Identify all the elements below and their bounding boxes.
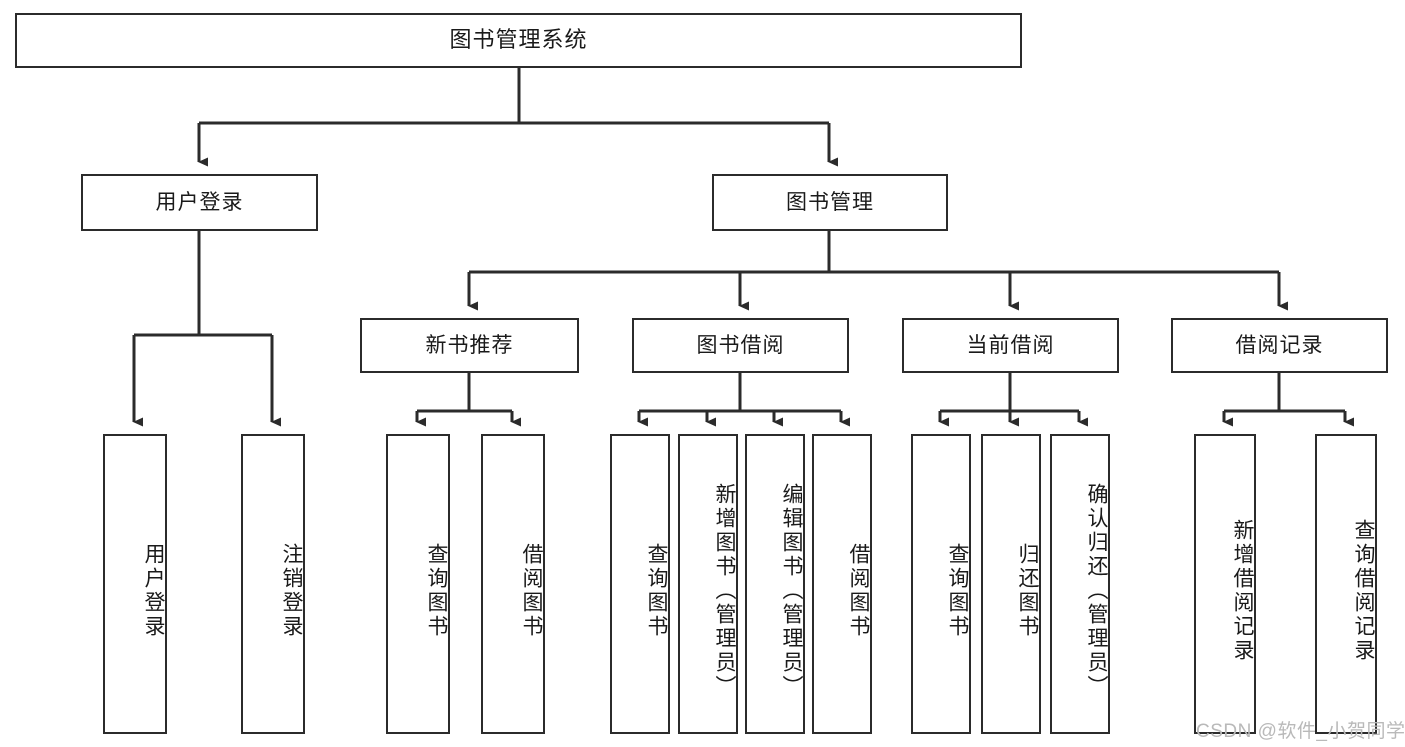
leaf-borrow-borrow-book[interactable]: 借阅图书 [812,434,872,734]
node-new-book-recommend[interactable]: 新书推荐 [360,318,579,373]
leaf-borrow-edit-book[interactable]: 编辑图书（管理员） [745,434,805,734]
leaf-borrow-edit-book-label: 编辑图书（管理员） [780,483,803,699]
leaf-newbook-query-book-label: 查询图书 [425,543,448,639]
node-user-login-label: 用户登录 [155,190,244,214]
node-book-management-label: 图书管理 [786,190,874,214]
leaf-current-confirm-return[interactable]: 确认归还（管理员） [1050,434,1110,734]
leaf-current-return-book-label: 归还图书 [1016,543,1039,639]
node-current-borrow-label: 当前借阅 [966,333,1055,357]
leaf-newbook-borrow-book-label: 借阅图书 [520,543,543,639]
node-borrow-record[interactable]: 借阅记录 [1171,318,1388,373]
leaf-user-login[interactable]: 用户登录 [103,434,167,734]
node-book-borrow[interactable]: 图书借阅 [632,318,849,373]
leaf-borrow-add-book[interactable]: 新增图书（管理员） [678,434,738,734]
leaf-record-query[interactable]: 查询借阅记录 [1315,434,1377,734]
leaf-logout-label: 注销登录 [280,543,303,639]
leaf-newbook-query-book[interactable]: 查询图书 [386,434,450,734]
leaf-borrow-add-book-label: 新增图书（管理员） [713,483,736,699]
node-borrow-record-label: 借阅记录 [1235,333,1324,357]
leaf-record-add-label: 新增借阅记录 [1231,519,1254,663]
leaf-current-confirm-return-label: 确认归还（管理员） [1085,483,1108,699]
node-root[interactable]: 图书管理系统 [15,13,1022,68]
leaf-record-query-label: 查询借阅记录 [1352,519,1375,663]
leaf-user-login-label: 用户登录 [142,543,165,639]
node-user-login[interactable]: 用户登录 [81,174,318,231]
leaf-newbook-borrow-book[interactable]: 借阅图书 [481,434,545,734]
leaf-borrow-query-book[interactable]: 查询图书 [610,434,670,734]
node-book-management[interactable]: 图书管理 [712,174,948,231]
leaf-current-return-book[interactable]: 归还图书 [981,434,1041,734]
leaf-borrow-borrow-book-label: 借阅图书 [847,543,870,639]
leaf-current-query-book-label: 查询图书 [946,543,969,639]
node-current-borrow[interactable]: 当前借阅 [902,318,1119,373]
leaf-record-add[interactable]: 新增借阅记录 [1194,434,1256,734]
node-new-book-recommend-label: 新书推荐 [425,333,514,357]
node-book-borrow-label: 图书借阅 [696,333,785,357]
leaf-logout[interactable]: 注销登录 [241,434,305,734]
leaf-current-query-book[interactable]: 查询图书 [911,434,971,734]
leaf-borrow-query-book-label: 查询图书 [645,543,668,639]
node-root-label: 图书管理系统 [449,27,588,53]
